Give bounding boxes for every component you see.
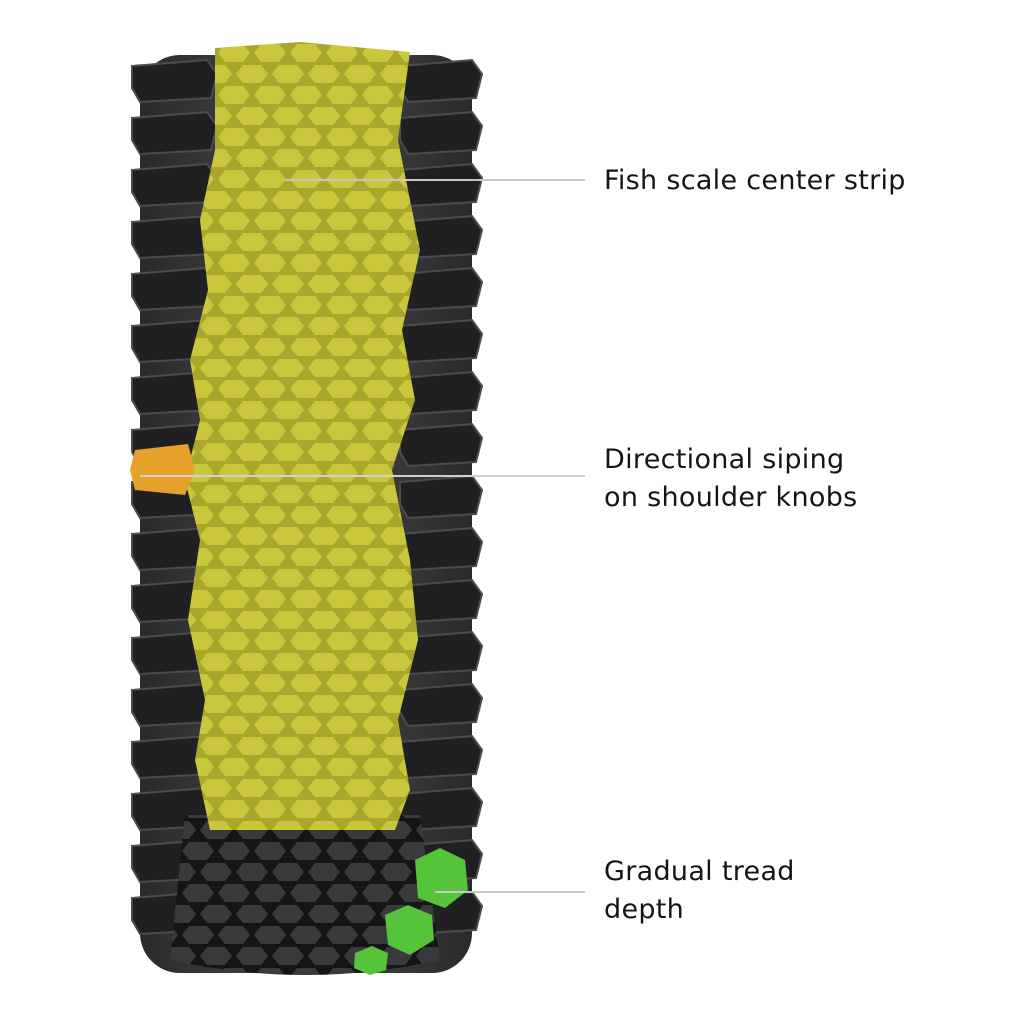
shoulder-siping-highlight	[130, 444, 195, 495]
shoulder-knob	[399, 162, 484, 208]
shoulder-knob	[399, 58, 484, 104]
shoulder-knob	[131, 58, 219, 104]
shoulder-knob	[131, 162, 219, 208]
callout-label-siping: Directional siping on shoulder knobs	[604, 441, 858, 517]
shoulder-knob	[399, 526, 484, 572]
shoulder-knob	[131, 110, 219, 156]
shoulder-knob	[399, 734, 484, 780]
callout-label-fish-scale: Fish scale center strip	[604, 165, 906, 196]
callout-label-depth-line-1: Gradual tread	[604, 856, 795, 887]
callout-label-depth-line-2: depth	[604, 894, 685, 925]
callout-label-depth: Gradual tread depth	[604, 853, 795, 929]
gradual-depth-highlight	[354, 848, 468, 975]
callout-label-siping-line-2: on shoulder knobs	[604, 482, 858, 513]
shoulder-knob	[399, 474, 484, 520]
fish-scale-center-strip	[185, 42, 420, 830]
shoulder-knob	[399, 110, 484, 156]
tread-base-black-hexes	[170, 815, 440, 975]
shoulder-knob	[399, 318, 484, 364]
shoulder-knob	[399, 682, 484, 728]
shoulder-knob	[131, 266, 219, 312]
shoulder-knob	[399, 422, 484, 468]
callout-label-siping-line-1: Directional siping	[604, 444, 845, 475]
